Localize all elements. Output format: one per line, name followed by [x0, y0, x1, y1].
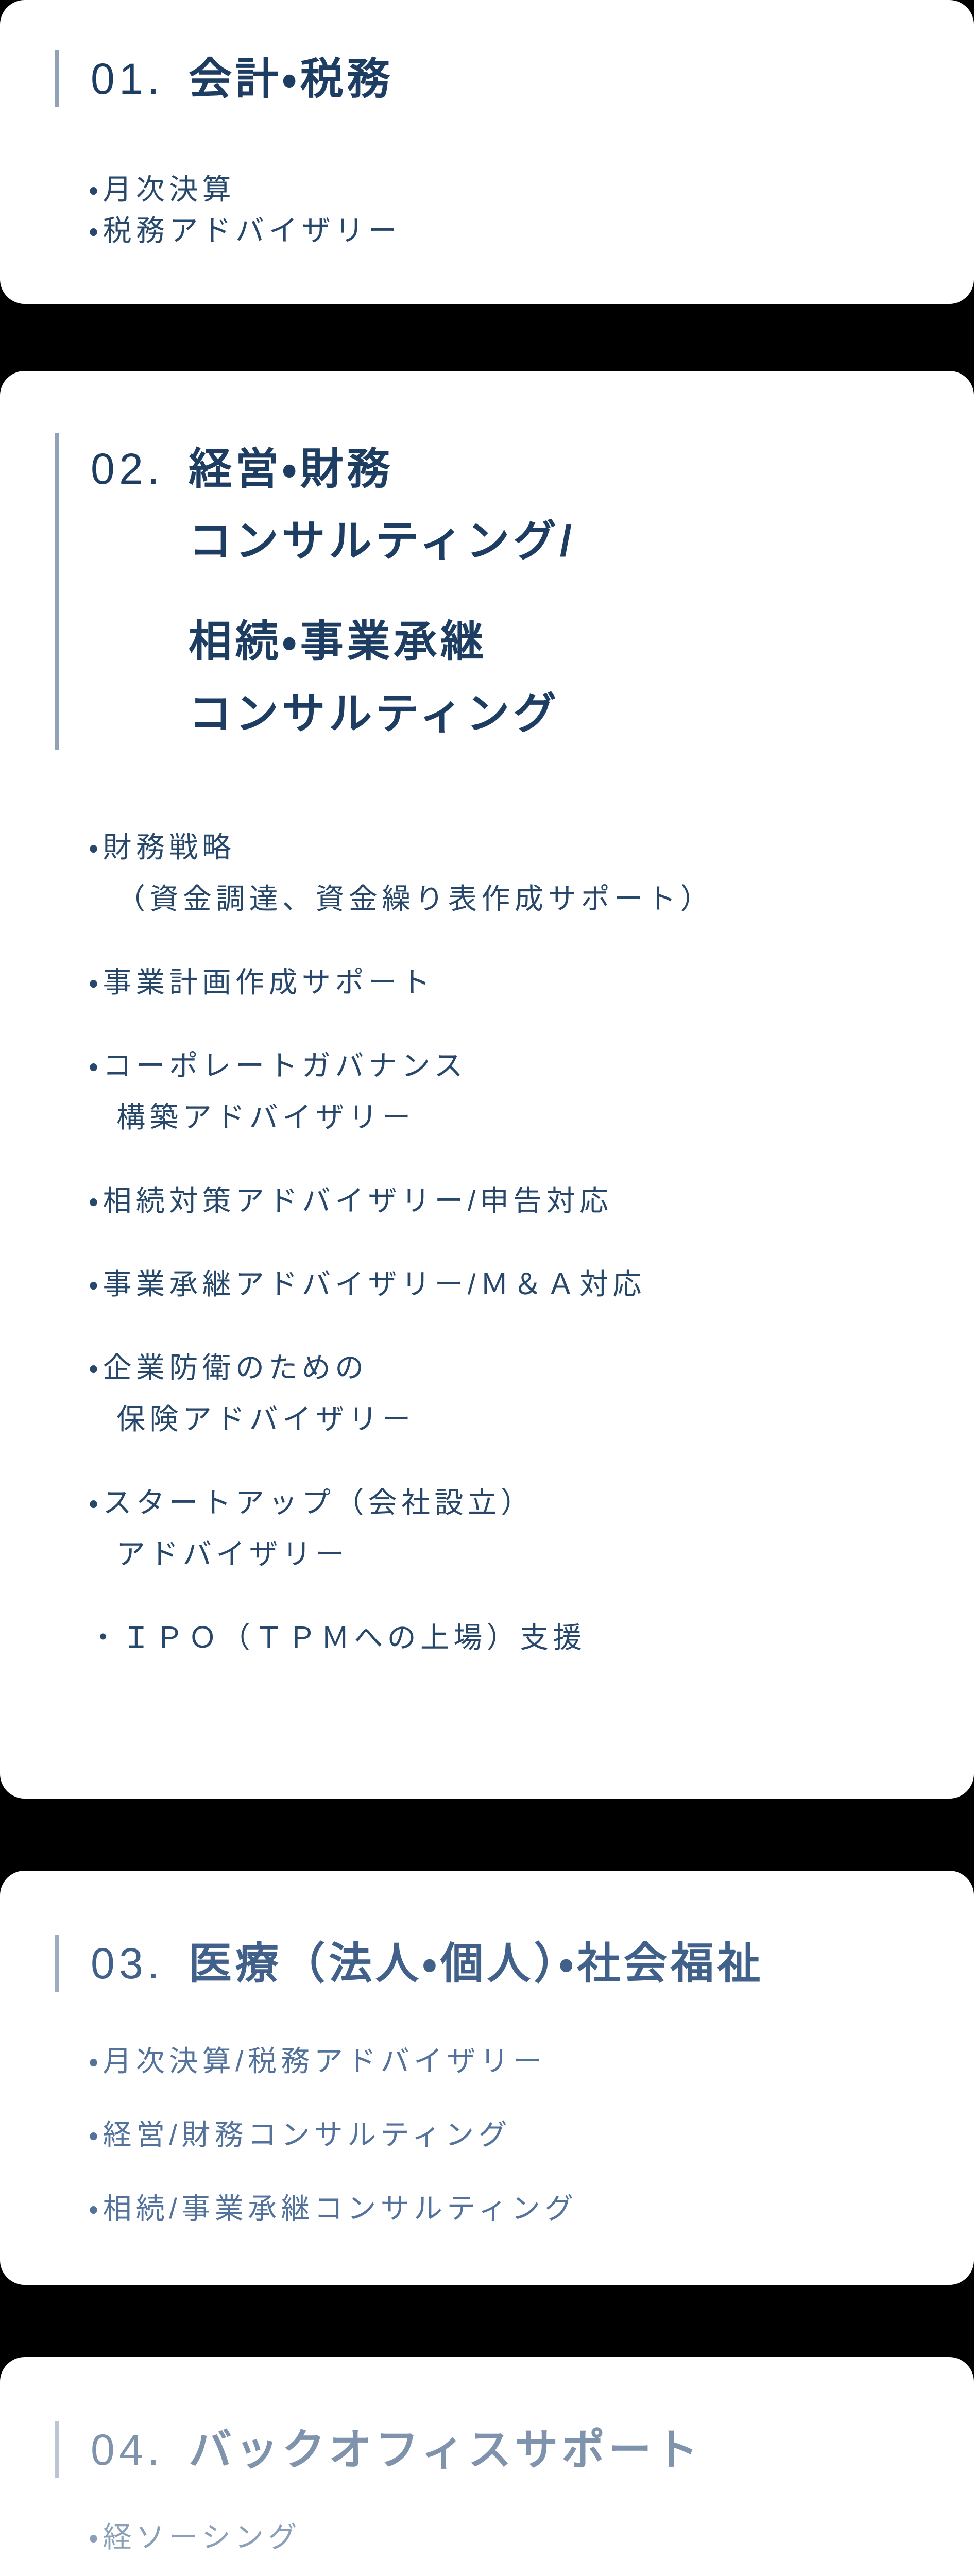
service-heading: 03. 医療（法人・個人）・社会福祉 — [55, 1935, 974, 1992]
service-number: 04. — [91, 2426, 164, 2474]
service-heading: 01. 会計・税務 — [55, 50, 974, 107]
service-title-line: バックオフィスサポート — [188, 2426, 702, 2474]
service-item-text: ・月次決算/税務アドバイザリー — [89, 2045, 546, 2077]
service-item: ・財務戦略 （資金調達、資金繰り表作成サポート） — [89, 822, 974, 925]
service-title-group: 医療（法人・個人）・社会福祉 — [189, 1935, 764, 1992]
service-item: ・事業計画作成サポート — [89, 957, 974, 1008]
service-title-line: 医療（法人・個人）・社会福祉 — [188, 1939, 764, 1988]
service-title-line: 会計・税務 — [188, 55, 394, 103]
service-item-text: ・相続/事業承継コンサルティング — [89, 2192, 578, 2225]
service-title-line: コンサルティング — [188, 689, 560, 738]
service-item: ・月次決算/税務アドバイザリー — [89, 2036, 974, 2087]
service-title-line: 経営・財務 — [188, 445, 394, 493]
service-title-group: 経営・財務コンサルティング/ — [189, 433, 575, 577]
service-title: 経営・財務コンサルティング/相続・事業承継コンサルティング — [189, 433, 575, 750]
service-title: バックオフィスサポート — [189, 2421, 702, 2478]
service-title: 会計・税務 — [189, 50, 394, 107]
service-item: ・スタートアップ（会社設立） アドバイザリー — [89, 1477, 974, 1580]
service-item: ・経営/財務コンサルティング — [89, 2109, 974, 2161]
service-item-text: ・経営/財務コンサルティング — [89, 2119, 511, 2151]
service-number: 03. — [91, 1939, 164, 1988]
service-item: ・企業防衛のための保険アドバイザリー — [89, 1342, 974, 1445]
service-item-continuation: 保険アドバイザリー — [116, 1403, 415, 1435]
service-item-text: ・スタートアップ（会社設立） — [89, 1486, 534, 1519]
service-heading: 04. バックオフィスサポート — [55, 2421, 974, 2478]
service-item-text: ・事業承継アドバイザリー/Ｍ＆Ａ対応 — [89, 1268, 646, 1300]
service-items: ・経ソーシング・クラウド会計導入サポート・電子帳簿保存法対策・建設許認可等の申請 — [89, 2512, 974, 2576]
service-title-line: 相続・事業承継 — [188, 617, 487, 666]
service-item-text: ・月次決算 — [89, 173, 236, 206]
service-item-text: ・経ソーシング — [89, 2521, 301, 2553]
service-title-group: バックオフィスサポート — [189, 2421, 702, 2478]
service-card-01: 01. 会計・税務・月次決算・税務アドバイザリー — [0, 0, 974, 304]
service-items: ・財務戦略（資金調達、資金繰り表作成サポート）・事業計画作成サポート・コーポレー… — [89, 822, 974, 1664]
service-title-line: コンサルティング/ — [188, 517, 575, 565]
service-item: ・税務アドバイザリー — [89, 210, 974, 251]
service-item: ・月次決算 — [89, 169, 974, 210]
service-number: 02. — [91, 445, 164, 493]
service-number: 01. — [91, 55, 164, 103]
service-items: ・月次決算・税務アドバイザリー — [89, 169, 974, 251]
service-item: ・相続/事業承継コンサルティング — [89, 2183, 974, 2234]
service-item: ・経ソーシング — [89, 2512, 974, 2563]
service-item-text: ・企業防衛のための — [89, 1351, 368, 1384]
service-item-text: ・財務戦略 — [89, 831, 236, 863]
service-heading: 02. 経営・財務コンサルティング/相続・事業承継コンサルティング — [55, 433, 974, 750]
service-title-group: 相続・事業承継コンサルティング — [189, 605, 575, 750]
service-item-text: ・事業計画作成サポート — [89, 966, 435, 998]
service-title: 医療（法人・個人）・社会福祉 — [189, 1935, 764, 1992]
service-item-continuation: 構築アドバイザリー — [116, 1101, 415, 1133]
service-title-group: 会計・税務 — [189, 50, 394, 107]
service-item: ・ＩＰＯ（ＴＰＭへの上場）支援 — [89, 1612, 974, 1664]
service-item: ・事業承継アドバイザリー/Ｍ＆Ａ対応 — [89, 1259, 974, 1310]
service-item-text: ・税務アドバイザリー — [89, 214, 402, 247]
service-item: ・コーポレートガバナンス構築アドバイザリー — [89, 1040, 974, 1143]
service-item-text: ・相続対策アドバイザリー/申告対応 — [89, 1184, 613, 1217]
service-item: ・相続対策アドバイザリー/申告対応 — [89, 1175, 974, 1227]
service-item-text: ・コーポレートガバナンス — [89, 1049, 467, 1082]
service-items: ・月次決算/税務アドバイザリー・経営/財務コンサルティング・相続/事業承継コンサ… — [89, 2036, 974, 2234]
service-card-04: 04. バックオフィスサポート・経ソーシング・クラウド会計導入サポート・電子帳簿保… — [0, 2357, 974, 2576]
service-item-continuation: （資金調達、資金繰り表作成サポート） — [116, 883, 714, 915]
service-item-text: ・ＩＰＯ（ＴＰＭへの上場）支援 — [89, 1621, 586, 1654]
service-card-03: 03. 医療（法人・個人）・社会福祉・月次決算/税務アドバイザリー・経営/財務コン… — [0, 1871, 974, 2285]
service-card-02: 02. 経営・財務コンサルティング/相続・事業承継コンサルティング・財務戦略 （資金… — [0, 371, 974, 1799]
service-item-continuation: アドバイザリー — [116, 1538, 349, 1570]
